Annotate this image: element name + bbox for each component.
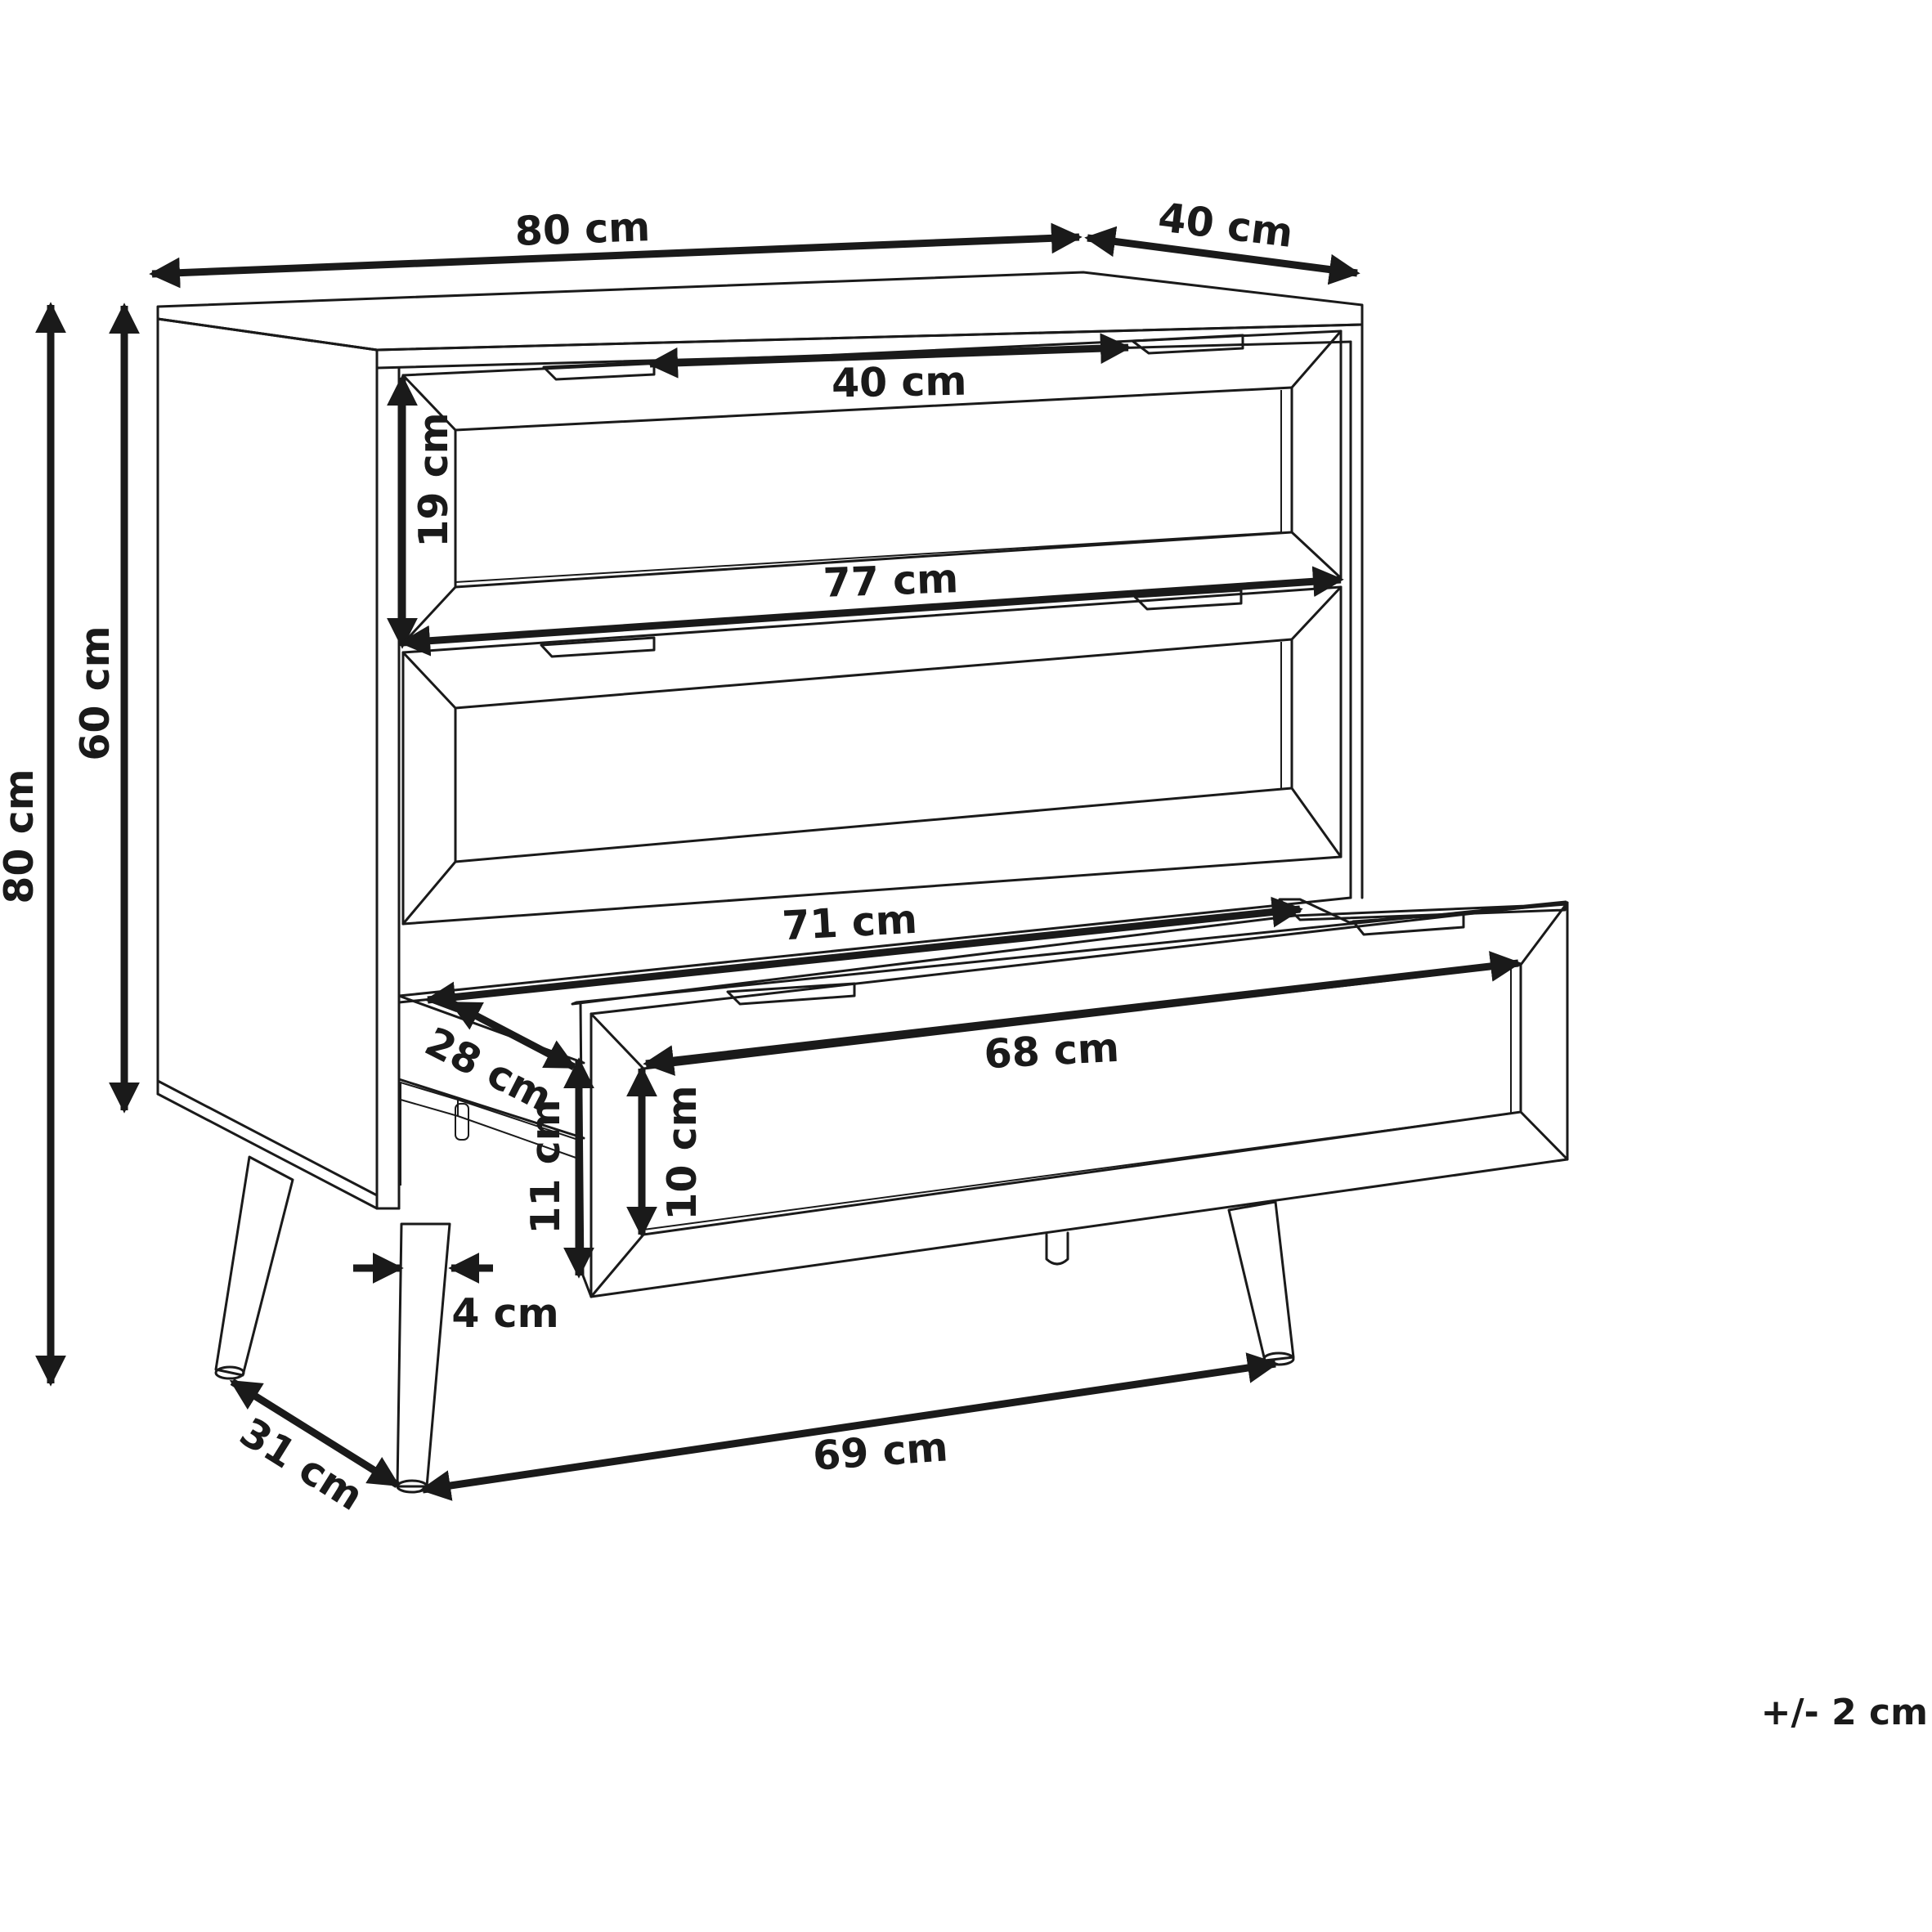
arrow-leg-depth-spacing [229, 1378, 401, 1488]
arrow-handle-spacing [647, 333, 1132, 379]
label-drawer-outer-height: 11 cm [522, 1099, 569, 1234]
leg-front-left [396, 1222, 451, 1488]
leg-back-left [214, 1155, 294, 1377]
handle-icon [1352, 912, 1465, 936]
label-drawer-front-width: 77 cm [823, 555, 959, 607]
dresser-drawing [156, 271, 1569, 1494]
label-drawer-inner-width: 71 cm [781, 896, 918, 950]
handle-icon [1131, 334, 1244, 355]
drawer-2-front [401, 585, 1343, 926]
label-width-top: 80 cm [514, 204, 651, 255]
dimension-labels: 80 cm 40 cm 40 cm 19 cm 77 cm 60 cm 80 c… [0, 194, 1928, 1733]
label-total-height: 80 cm [0, 769, 43, 903]
arrow-width-top [149, 222, 1083, 289]
label-leg-width-spacing: 69 cm [811, 1423, 949, 1479]
label-carcass-height: 60 cm [72, 625, 119, 760]
drawer-runner [400, 1082, 581, 1186]
arrow-leg-width-spacing [419, 1352, 1279, 1501]
leg-front-right [1227, 1200, 1295, 1362]
dresser-side-panel [156, 317, 379, 1210]
arrow-drawer-inner-length [643, 951, 1522, 1076]
arrow-drawer-inner-depth [449, 1000, 577, 1070]
arrow-depth-top [1084, 226, 1360, 285]
label-drawer-inner-height: 10 cm [659, 1085, 706, 1220]
tolerance-note: +/- 2 cm [1761, 1692, 1928, 1733]
dimension-lines [35, 222, 1522, 1501]
label-drawer-front-height: 19 cm [410, 412, 457, 547]
label-leg-width: 4 cm [451, 1290, 558, 1337]
label-handle-spacing: 40 cm [832, 358, 967, 407]
label-drawer-inner-length: 68 cm [983, 1024, 1120, 1078]
arrow-drawer-front-width [399, 566, 1344, 657]
